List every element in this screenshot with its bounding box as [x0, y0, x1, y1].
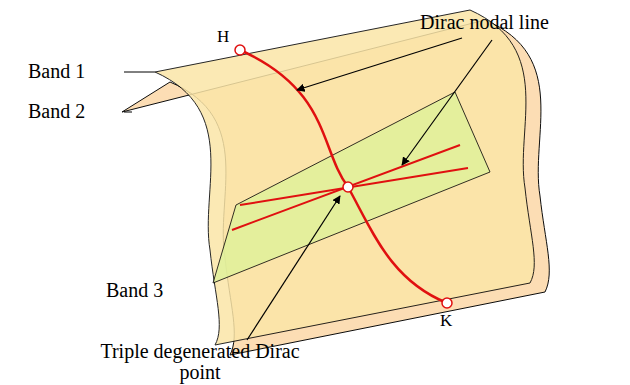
point-label: H	[217, 28, 229, 46]
band-label: Band 3	[106, 280, 163, 301]
callout-label: Triple degenerated Dirac point	[100, 341, 300, 383]
band-1-surface	[155, 10, 534, 345]
band-label: Band 2	[28, 101, 85, 122]
callout-label: Dirac nodal line	[420, 12, 549, 33]
point-label: K	[440, 312, 452, 330]
band-label: Band 1	[28, 61, 85, 82]
band-3-plane	[213, 92, 490, 283]
